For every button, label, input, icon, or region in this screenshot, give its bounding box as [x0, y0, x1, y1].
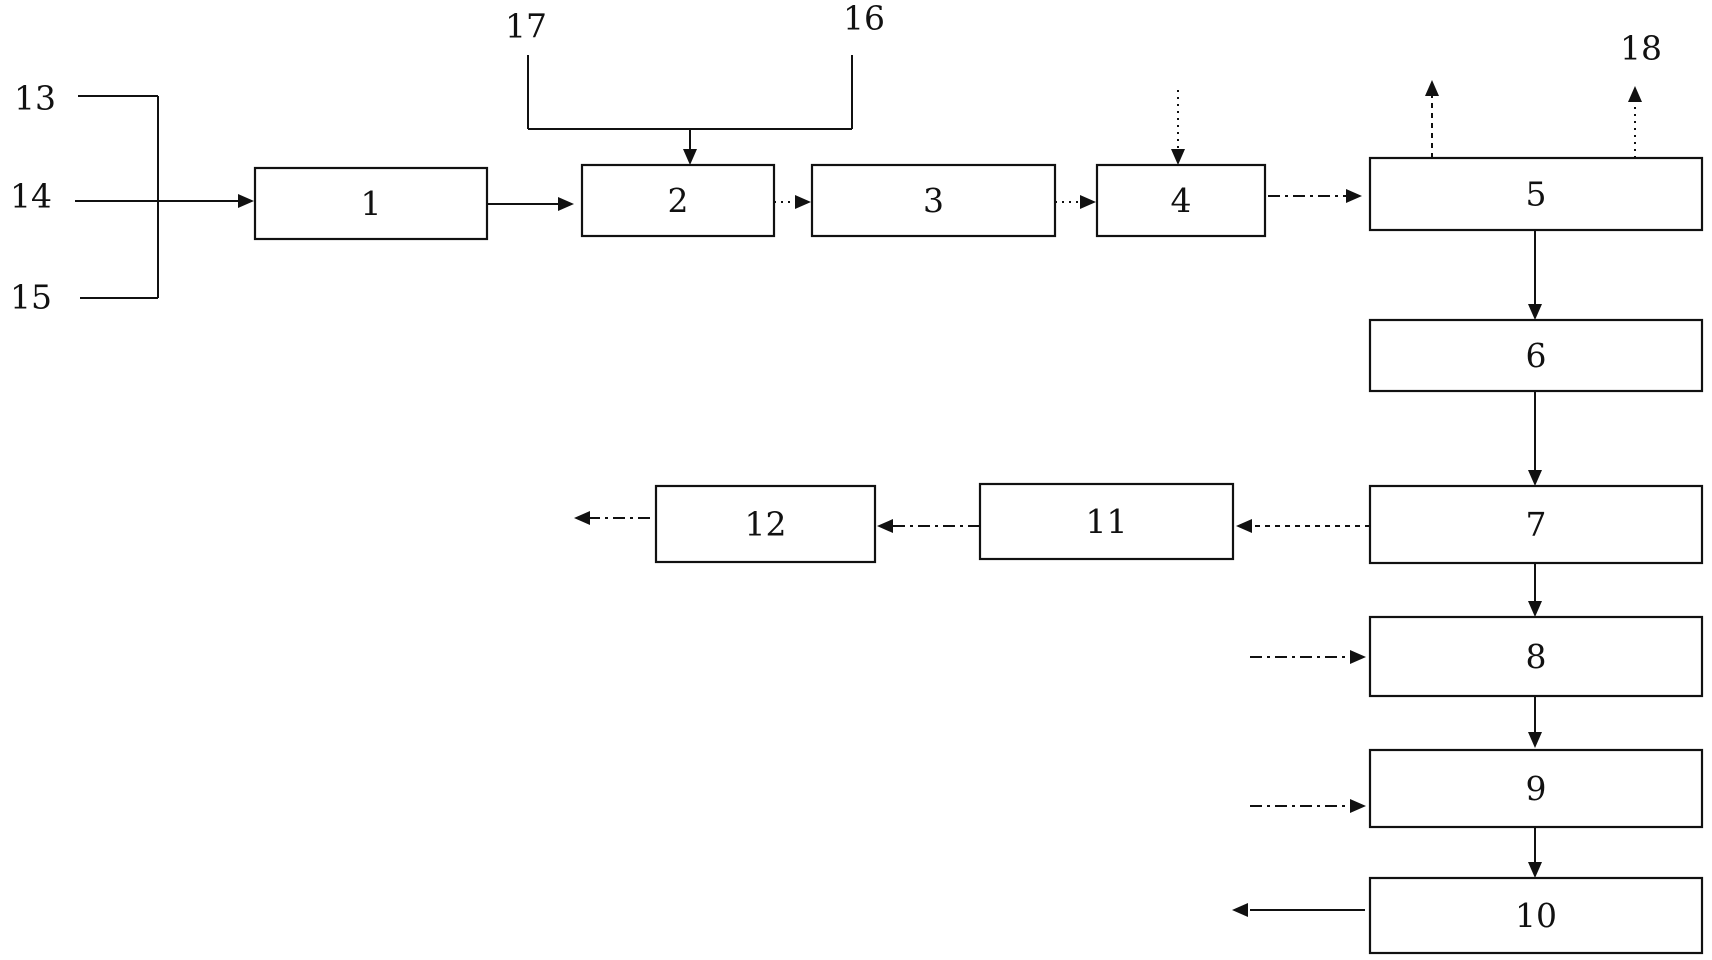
feed-into-9	[1250, 799, 1366, 813]
feed-into-8	[1250, 650, 1366, 664]
outlet-from-10	[1232, 903, 1365, 917]
process-block-2: 2	[580, 163, 776, 238]
process-block-10-label: 10	[1515, 896, 1557, 935]
process-block-5-box	[1368, 156, 1704, 232]
feed-into-4	[1171, 90, 1185, 165]
feed-16-17-to-2	[527, 55, 853, 165]
process-block-11-label: 11	[1086, 502, 1128, 541]
process-block-9: 9	[1368, 748, 1704, 829]
process-block-11: 11	[978, 482, 1235, 561]
process-block-7-box	[1368, 484, 1704, 565]
stream-label-13: 13	[14, 79, 56, 118]
process-block-2-label: 2	[668, 181, 689, 220]
process-block-6: 6	[1368, 318, 1704, 393]
branch-7-11-12	[574, 511, 1370, 533]
process-block-4-label: 4	[1171, 181, 1192, 220]
process-block-8: 8	[1368, 615, 1704, 698]
process-block-10-box	[1368, 876, 1704, 955]
process-block-9-label: 9	[1526, 769, 1547, 808]
stream-label-15: 15	[10, 278, 52, 317]
process-block-12-box	[654, 484, 877, 564]
process-block-3-label: 3	[923, 181, 944, 220]
process-block-3-box	[810, 163, 1057, 238]
stream-label-14: 14	[10, 177, 52, 216]
process-block-12: 12	[654, 484, 877, 564]
feed-manifold-13-14-15	[75, 95, 254, 299]
process-block-1-label: 1	[361, 184, 382, 223]
process-block-7-label: 7	[1526, 505, 1547, 544]
connector-2-to-3	[774, 195, 811, 209]
stream-label-18: 18	[1620, 29, 1662, 68]
process-block-3: 3	[810, 163, 1057, 238]
process-block-4-box	[1095, 163, 1267, 238]
connector-4-to-5	[1268, 189, 1362, 203]
process-block-2-box	[580, 163, 776, 238]
process-block-8-label: 8	[1526, 637, 1547, 676]
outlets-from-5	[1425, 80, 1642, 158]
process-block-5-label: 5	[1526, 175, 1547, 214]
process-block-5: 5	[1368, 156, 1704, 232]
process-block-9-box	[1368, 748, 1704, 829]
process-block-7: 7	[1368, 484, 1704, 565]
connector-3-to-4	[1055, 195, 1096, 209]
process-block-1: 1	[253, 166, 489, 241]
process-block-1-box	[253, 166, 489, 241]
process-block-10: 10	[1368, 876, 1704, 955]
process-block-6-label: 6	[1526, 336, 1547, 375]
process-block-8-box	[1368, 615, 1704, 698]
vertical-chain	[1528, 230, 1542, 878]
process-block-11-box	[978, 482, 1235, 561]
process-block-6-box	[1368, 318, 1704, 393]
stream-label-16: 16	[843, 0, 885, 38]
connector-1-to-2	[487, 197, 574, 211]
process-block-4: 4	[1095, 163, 1267, 238]
stream-label-17: 17	[505, 7, 547, 46]
process-block-12-label: 12	[745, 505, 787, 544]
